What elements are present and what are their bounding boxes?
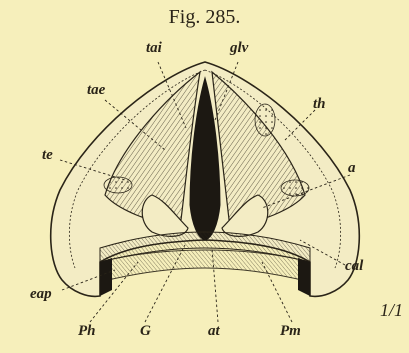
left-cavity [100,258,112,296]
right-cavity [298,258,310,296]
label-Ph: Ph [78,323,96,340]
label-te: te [42,147,53,164]
label-Pm: Pm [280,323,301,340]
label-a: a [348,160,356,177]
label-th: th [313,96,326,113]
label-tai: tai [146,40,162,57]
label-tae: tae [87,82,105,99]
label-G: G [140,323,151,340]
label-at: at [208,323,220,340]
scale-indicator: 1/1 [380,300,403,321]
label-cal: cal [345,258,363,275]
label-glv: glv [230,40,248,57]
label-eap: eap [30,286,52,303]
